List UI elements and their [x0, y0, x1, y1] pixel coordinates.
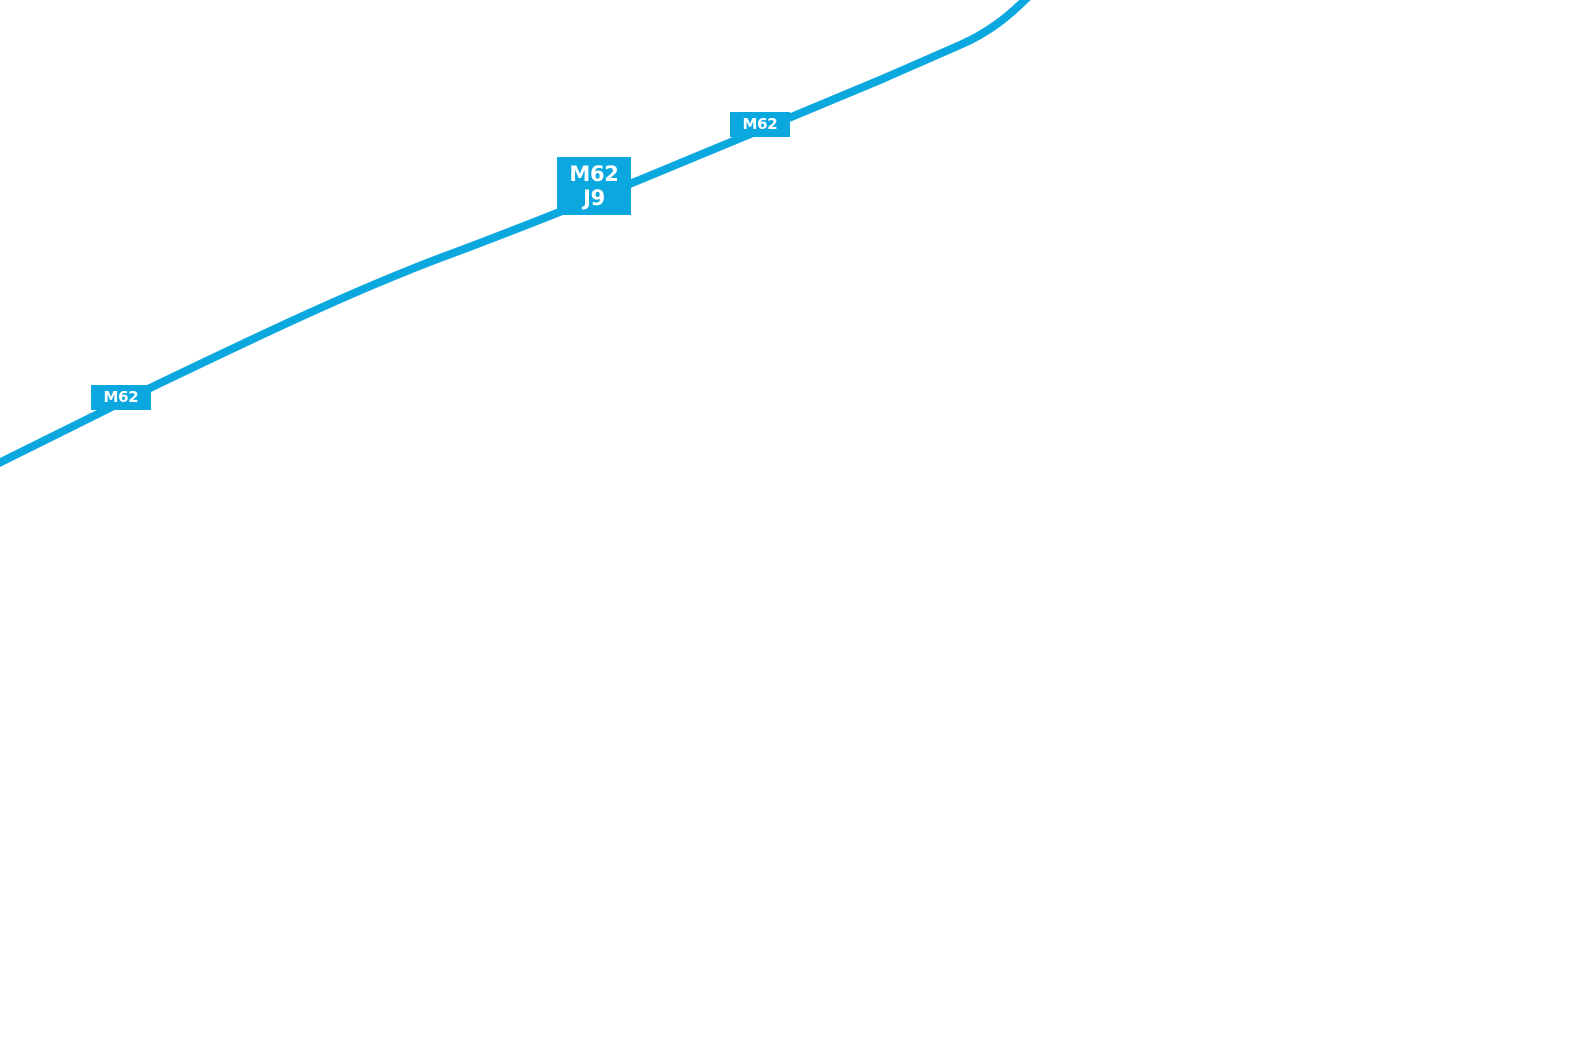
- road-label-m62-right: M62: [730, 112, 790, 137]
- junction-marker-j9[interactable]: M62 J9: [557, 157, 631, 215]
- m62-motorway-line: [0, 0, 1031, 467]
- junction-road-text: M62: [569, 162, 619, 186]
- road-label-text: M62: [103, 388, 139, 406]
- road-label-text: M62: [742, 115, 778, 133]
- road-label-m62-left: M62: [91, 385, 151, 410]
- junction-number-text: J9: [583, 186, 605, 210]
